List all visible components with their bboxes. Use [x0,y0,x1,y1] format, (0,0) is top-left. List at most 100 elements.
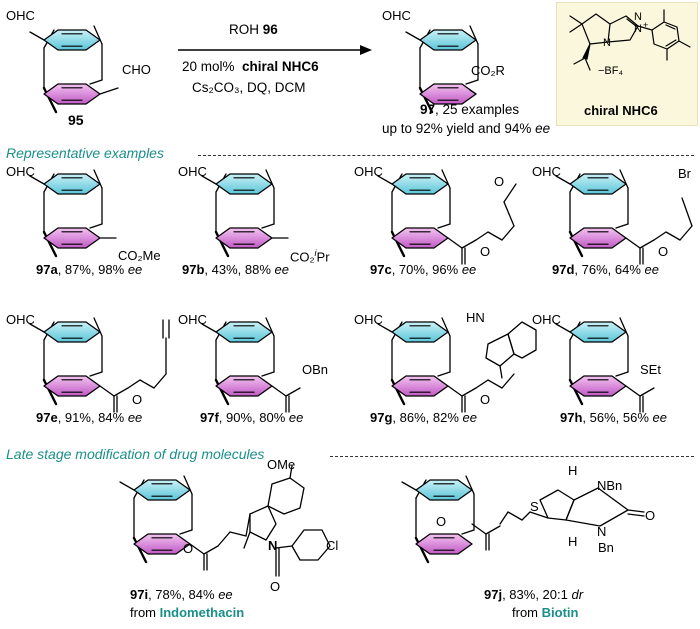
catalyst-n2: N [634,11,642,23]
example-97b-top-ring [215,173,273,195]
product-ohc-label: OHC [382,8,411,23]
example-97g-substituent [447,321,537,413]
97j-source-label: from Biotin [512,605,579,620]
example-97e-substituent [99,319,170,413]
biotin-bn-bottom: Bn [598,540,614,555]
indomethacin-cl-label: Cl [326,538,339,553]
sm-95-top-ring [43,29,101,51]
example-97g-top-ring [391,321,449,343]
sm-ohc-label: OHC [6,8,35,23]
example-97c-chain-o: O [494,174,505,189]
example-97g-ester-o: O [480,392,491,407]
example-97e-ester-o: O [132,392,143,407]
example-97d-label: 97d, 76%, 64% ee [552,262,659,277]
reaction-arrow [178,45,372,55]
biotin-fragment [471,487,645,551]
reagent-label: ROH 96 [229,22,278,37]
catalyst-loading-label: 20 mol% chiral NHC6 [182,59,319,74]
catalyst-counterion: −BF₄ [598,65,623,77]
example-97h-label: 97h, 56%, 56% ee [560,410,667,425]
example-97c-bottom-ring [391,227,449,249]
example-97c-ester-o: O [480,244,491,259]
sm-95-bottom-ring [43,83,101,105]
example-97a-bottom-ring [43,227,101,249]
product-yield-label: up to 92% yield and 94% ee [382,121,551,136]
example-97c-substituent [447,183,517,265]
97i-compound-label: 97i, 78%, 84% ee [130,587,233,602]
example-97b-group: CO₂iPr [290,248,330,265]
late-97i-bottom-ring [133,533,191,555]
biotin-nbn-top: NBn [597,478,623,493]
example-97e-top-ring [43,321,101,343]
example-97a-ohc: OHC [6,164,35,179]
indomethacin-ester-o: O [183,541,194,556]
example-97g-bottom-ring [391,375,449,397]
divider-late-stage [330,456,694,457]
example-97f-substituent [271,385,301,413]
example-97g-label: 97g, 86%, 82% ee [370,410,477,425]
indomethacin-carbonyl-o: O [270,579,281,594]
biotin-ester-o: O [436,514,447,529]
example-97f-label: 97f, 90%, 80% ee [200,410,304,425]
product-97-bottom-ring [419,83,477,105]
example-97d-ohc: OHC [532,164,561,179]
example-97b-label: 97b, 43%, 88% ee [182,262,289,277]
example-97a-top-ring [43,173,101,195]
catalyst-box [556,2,698,126]
example-97e-ohc: OHC [6,312,35,327]
product-97-top-ring [419,29,477,51]
example-97d-top-ring [569,173,627,195]
example-97e-bottom-ring [43,375,101,397]
example-97d-bottom-ring [569,227,627,249]
biotin-s-label: S [530,499,539,514]
example-97e-label: 97e, 91%, 84% ee [36,410,143,425]
example-97b-bottom-ring [215,227,273,249]
indomethacin-n-label: N [268,538,278,553]
product-examples-label: 97, 25 examples [420,102,520,117]
example-97f-group: OBn [302,362,329,377]
sm-cho-label: CHO [122,62,151,77]
example-97h-bottom-ring [569,375,627,397]
example-97d-substituent [625,197,693,265]
example-97f-ohc: OHC [178,312,207,327]
biotin-h-bottom: H [568,534,578,549]
example-97b-ohc: OHC [178,164,207,179]
example-97f-top-ring [215,321,273,343]
example-97f-bottom-ring [215,375,273,397]
example-97h-top-ring [569,321,627,343]
catalyst-plus: + [643,20,648,30]
sm-compound-id: 95 [68,112,84,128]
example-97d-ester-o: O [658,244,669,259]
catalyst-label: chiral NHC6 [584,103,658,118]
product-co2r-label: CO₂R [471,63,505,78]
example-97a-group: CO₂Me [118,248,161,263]
example-97g-hn: HN [466,310,485,325]
catalyst-structure: N N N + −BF₄ [569,9,691,77]
97j-compound-label: 97j, 83%, 20:1 dr [484,587,584,602]
additives-label: Cs₂CO₃, DQ, DCM [192,80,306,95]
example-97c-label: 97c, 70%, 96% ee [370,262,477,277]
catalyst-n1: N [603,37,611,49]
section-representative: Representative examples [6,145,164,161]
late-97j-bottom-ring [415,533,473,555]
example-97d-halogen: Br [678,166,691,181]
section-late-stage: Late stage modification of drug molecule… [6,446,265,462]
example-97h-substituent [625,385,655,413]
97i-source-label: from Indomethacin [130,605,245,620]
late-97j-top-ring [415,479,473,501]
late-97i-top-ring [133,479,191,501]
divider-representative [198,155,694,156]
example-97g-ohc: OHC [354,312,383,327]
example-97h-group: SEt [640,362,661,377]
biotin-o-label: O [645,508,656,523]
example-97h-ohc: OHC [532,312,561,327]
example-97c-ohc: OHC [354,164,383,179]
biotin-n-bottom: N [597,524,607,539]
catalyst-n3: N [634,23,642,35]
biotin-h-top: H [568,463,578,478]
example-97c-top-ring [391,173,449,195]
indomethacin-fragment [189,465,331,577]
indomethacin-ome-label: OMe [267,457,296,472]
example-97a-label: 97a, 87%, 98% ee [36,262,143,277]
